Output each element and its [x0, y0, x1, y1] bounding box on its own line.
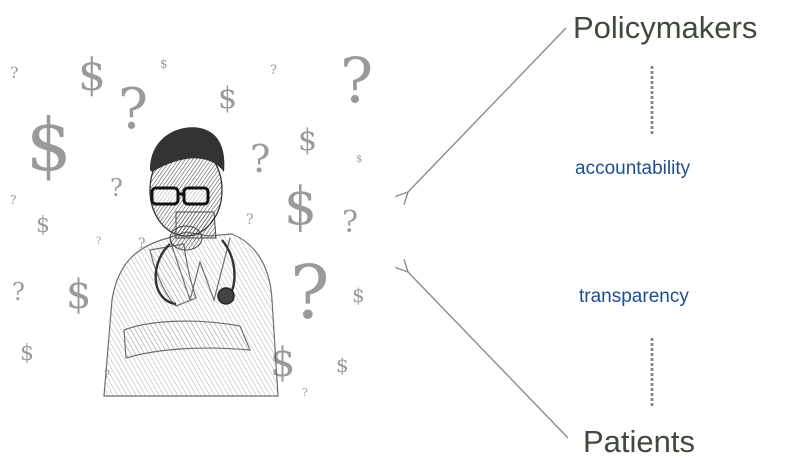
question-mark-icon: ? [302, 386, 308, 399]
dollar-sign-icon: $ [356, 154, 362, 165]
link-label-transparency: transparency [579, 286, 689, 307]
dollar-sign-icon: $ [36, 213, 50, 238]
question-mark-icon: ? [110, 174, 123, 202]
node-policymakers: Policymakers [573, 10, 758, 45]
doctor-figure [103, 127, 279, 397]
node-patients: Patients [583, 424, 696, 459]
question-mark-icon: ? [250, 137, 270, 181]
question-mark-icon: ? [246, 212, 254, 228]
question-mark-icon: ? [10, 193, 16, 207]
dollar-sign-icon: $ [78, 50, 106, 101]
dollar-sign-icon: $ [284, 177, 317, 237]
link-label-accountability: accountability [575, 158, 691, 179]
dollar-sign-icon: $ [160, 57, 168, 71]
dollar-sign-icon: $ [336, 353, 349, 377]
dollar-sign-icon: $ [298, 123, 317, 158]
dollar-sign-icon: $ [20, 341, 34, 366]
dollar-sign-icon: $ [352, 283, 365, 307]
question-mark-icon: ? [270, 63, 277, 78]
arrow-from-policymakers [408, 27, 567, 192]
arrow-from-patients [408, 272, 569, 439]
question-mark-icon: ? [118, 77, 148, 142]
question-mark-icon: ? [10, 63, 19, 82]
dollar-sign-icon: $ [66, 272, 91, 318]
question-mark-icon: ? [290, 250, 330, 336]
question-mark-icon: ? [340, 44, 373, 117]
question-mark-icon: ? [12, 278, 25, 306]
question-mark-icon: ? [138, 236, 146, 252]
question-mark-icon: ? [96, 236, 101, 247]
dollar-sign-icon: $ [26, 103, 72, 187]
question-mark-icon: ? [342, 205, 358, 240]
dollar-sign-icon: $ [218, 81, 237, 116]
